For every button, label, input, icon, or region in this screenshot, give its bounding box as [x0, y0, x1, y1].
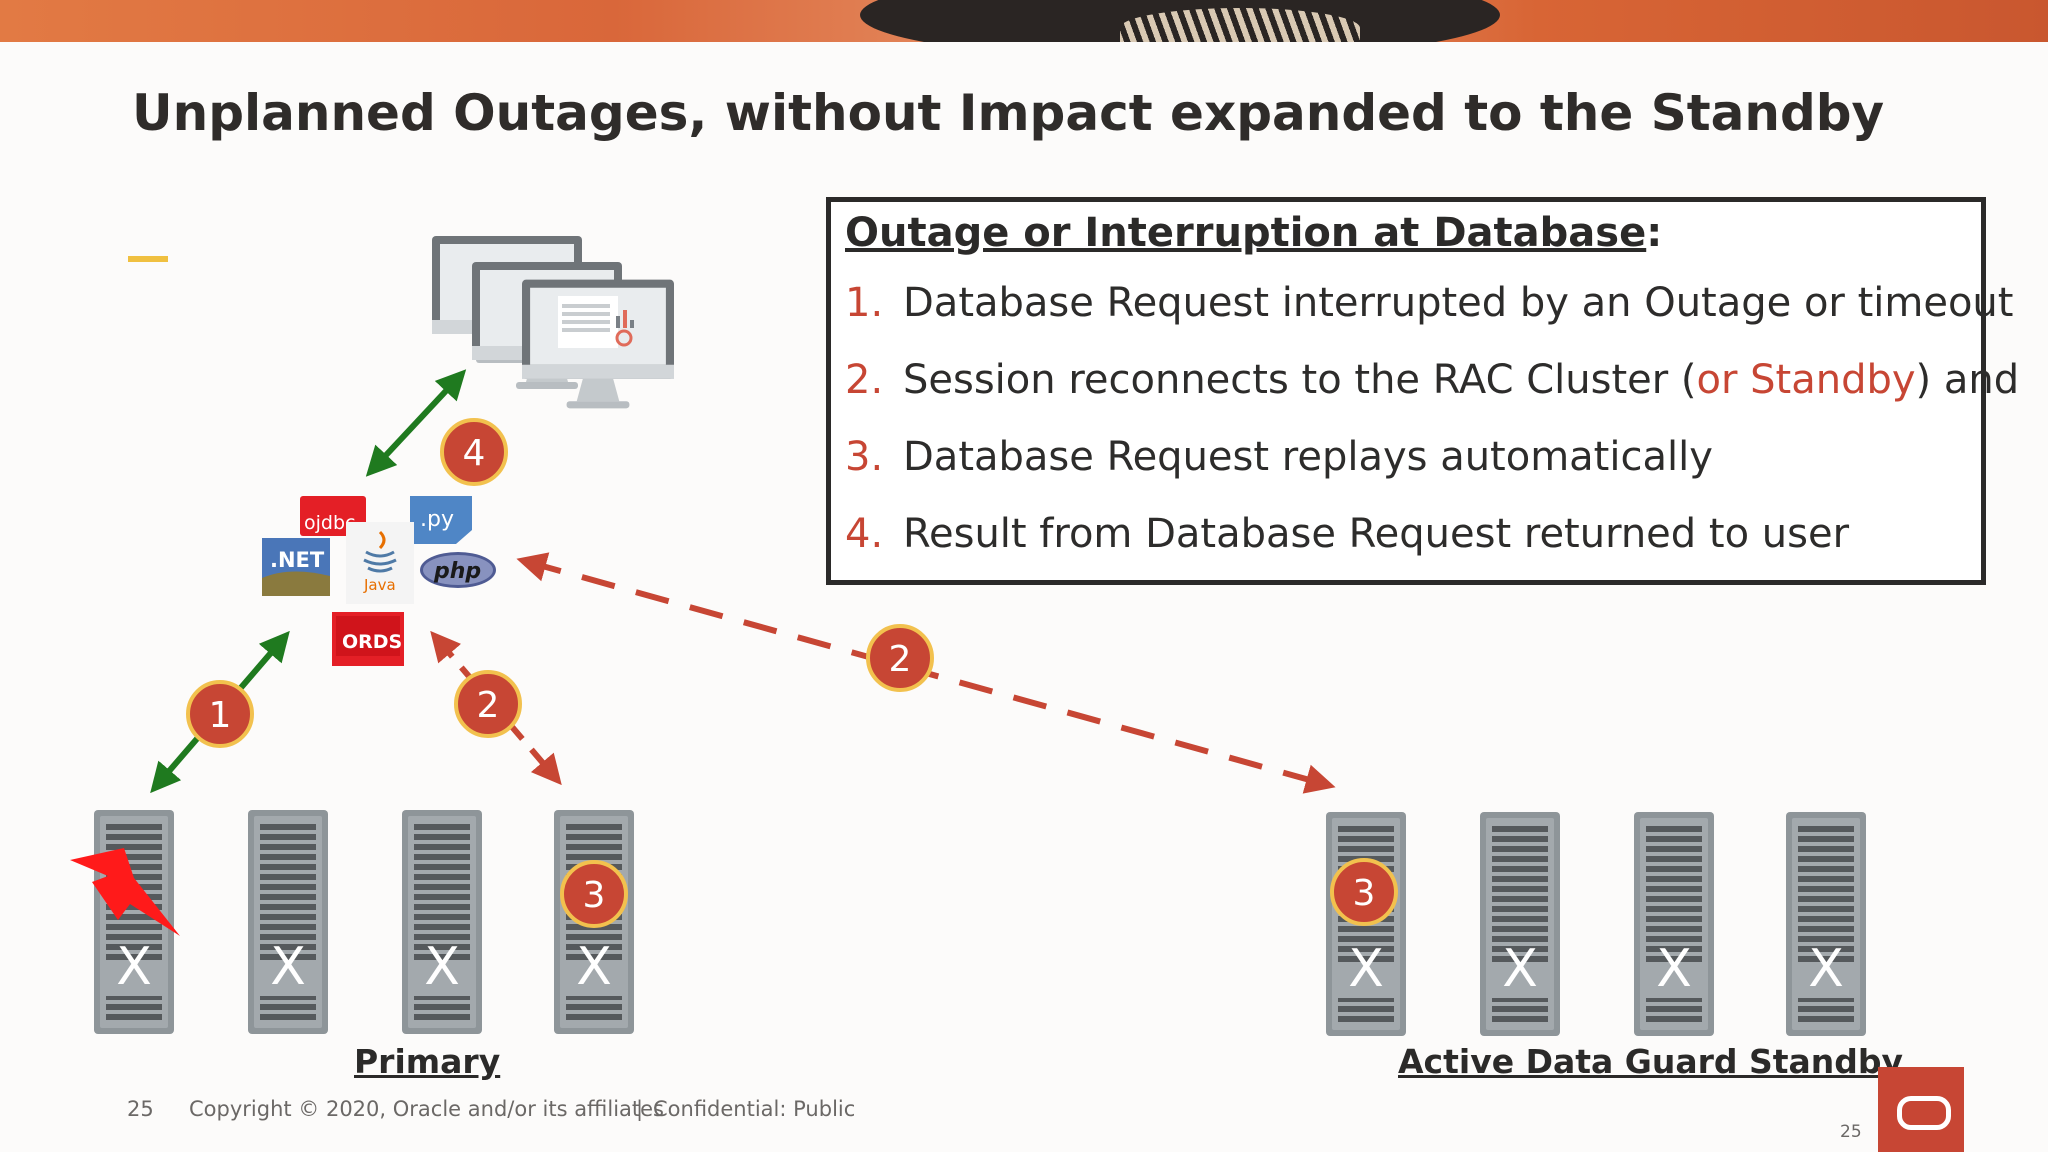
svg-text:4: 4	[463, 433, 486, 474]
svg-text:X: X	[1502, 939, 1538, 999]
svg-text:X: X	[1656, 939, 1692, 999]
monitor-icon	[522, 279, 674, 409]
info-box-heading: Outage or Interruption at Database:	[845, 210, 1663, 256]
step-badge-1: 1	[186, 680, 254, 748]
header-banner-image	[0, 0, 2048, 42]
svg-text:1: 1	[209, 695, 232, 736]
step-badge-3-primary: 3	[560, 860, 628, 928]
server-rack-icon: X	[1786, 812, 1866, 1036]
server-rack-icon: X	[248, 810, 328, 1034]
step-badge-2-local: 2	[454, 670, 522, 738]
svg-text:ojdbc: ojdbc	[304, 512, 355, 534]
page-number: 25	[127, 1097, 154, 1121]
oracle-logo-icon	[1878, 1067, 1964, 1152]
standby-label: Active Data Guard Standby	[1398, 1042, 1904, 1081]
svg-text:3: 3	[1353, 873, 1376, 914]
svg-text:X: X	[1808, 939, 1844, 999]
step-badge-4: 4	[440, 418, 508, 486]
svg-text:2: 2	[889, 639, 912, 680]
python-logo: .py	[410, 496, 472, 544]
slide-title: Unplanned Outages, without Impact expand…	[132, 84, 1885, 142]
svg-text:3: 3	[583, 875, 606, 916]
step-item-3: 3.Database Request replays automatically	[845, 434, 1713, 480]
svg-text:X: X	[424, 937, 460, 997]
svg-text:X: X	[270, 937, 306, 997]
step-item-1: 1.Database Request interrupted by an Out…	[845, 280, 2014, 326]
step-badge-3-standby: 3	[1330, 858, 1398, 926]
server-rack-icon: X	[1480, 812, 1560, 1036]
connection-arrow-4	[365, 369, 467, 477]
page-number-small: 25	[1840, 1122, 1862, 1142]
svg-text:X: X	[1348, 939, 1384, 999]
server-rack-icon: X	[554, 810, 634, 1034]
java-logo: Java	[346, 522, 414, 604]
step-item-4: 4.Result from Database Request returned …	[845, 511, 1850, 557]
server-rack-icon: X	[1326, 812, 1406, 1036]
svg-text:.NET: .NET	[270, 548, 325, 572]
copyright-text: Copyright © 2020, Oracle and/or its affi…	[189, 1097, 664, 1121]
svg-text:2: 2	[477, 685, 500, 726]
confidentiality-text: Confidential: Public	[653, 1097, 856, 1121]
svg-text:ORDS: ORDS	[342, 631, 402, 653]
server-rack-icon: X	[402, 810, 482, 1034]
primary-label: Primary	[354, 1042, 501, 1081]
server-rack-icon: X	[1634, 812, 1714, 1036]
svg-text:Java: Java	[363, 576, 396, 594]
server-rack-icon: X	[94, 810, 174, 1034]
dotnet-logo: .NET	[262, 538, 330, 596]
lightning-bolt-icon	[70, 848, 180, 936]
svg-text:X: X	[116, 937, 152, 997]
accent-dash	[128, 256, 168, 262]
ords-logo: ORDS	[332, 612, 404, 666]
svg-text:php: php	[433, 559, 481, 584]
step-badge-2-standby: 2	[866, 624, 934, 692]
footer-separator: |	[636, 1097, 644, 1121]
outage-info-box: Outage or Interruption at Database: 1.Da…	[826, 197, 2019, 585]
step-item-2: 2.Session reconnects to the RAC Cluster …	[845, 357, 2020, 403]
php-logo: php	[420, 552, 496, 588]
svg-text:.py: .py	[420, 507, 454, 532]
svg-text:X: X	[576, 937, 612, 997]
